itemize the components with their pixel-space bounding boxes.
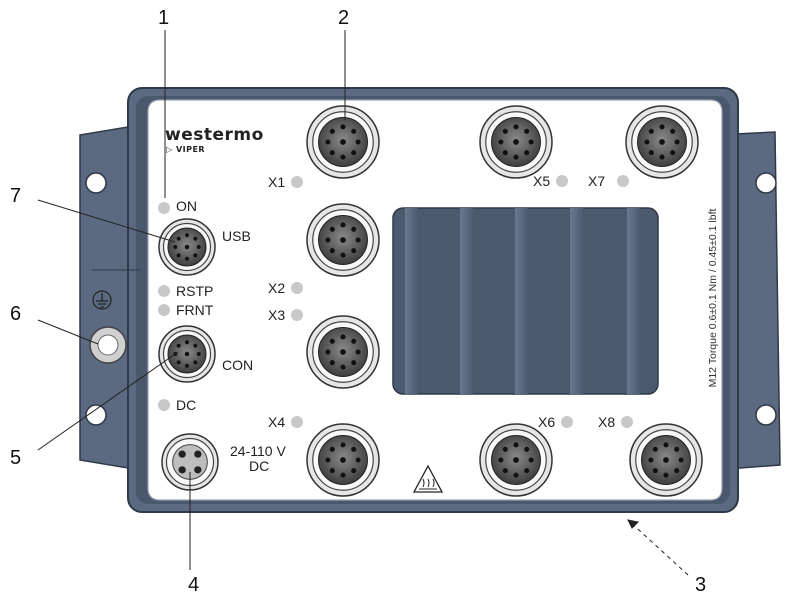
led-dc xyxy=(158,399,170,411)
port-label-con: CON xyxy=(222,357,254,373)
callout-6: 6 xyxy=(10,303,22,325)
led-label-on: ON xyxy=(176,198,197,214)
led-rstp xyxy=(158,285,170,297)
led-x3 xyxy=(291,309,303,321)
led-label-frnt: FRNT xyxy=(176,302,214,318)
callout-2: 2 xyxy=(338,7,350,29)
callout-5: 5 xyxy=(10,447,22,469)
heatsink xyxy=(392,207,659,395)
port-label-x3: X3 xyxy=(268,307,286,323)
torque-label: M12 Torque 0.6±0.1 Nm / 0.45±0.1 lbft xyxy=(707,208,719,388)
callout-7: 7 xyxy=(10,185,22,207)
ground-icon xyxy=(92,290,112,310)
connector-x3 xyxy=(306,315,380,389)
connector-con xyxy=(158,325,216,383)
connector-x2 xyxy=(306,203,380,277)
port-label-x5: X5 xyxy=(533,173,551,189)
power-label-voltage: 24-110 V xyxy=(230,443,286,459)
connector-x6 xyxy=(479,423,553,497)
connector-x1 xyxy=(306,105,380,179)
led-x5 xyxy=(556,175,568,187)
led-x8 xyxy=(621,416,633,428)
led-x1 xyxy=(291,176,303,188)
callout-3: 3 xyxy=(695,574,707,596)
callout-1: 1 xyxy=(158,7,170,29)
led-x6 xyxy=(561,416,573,428)
callout-lines xyxy=(37,30,689,576)
led-x4 xyxy=(291,416,303,428)
port-label-x7: X7 xyxy=(588,173,606,189)
led-x2 xyxy=(291,282,303,294)
port-label-usb: USB xyxy=(222,228,251,244)
ground-screw xyxy=(89,326,127,364)
port-label-x2: X2 xyxy=(268,280,286,296)
port-label-x1: X1 xyxy=(268,174,286,190)
port-label-x8: X8 xyxy=(598,414,616,430)
connector-x4 xyxy=(306,423,380,497)
port-label-x4: X4 xyxy=(268,414,286,430)
led-x7 xyxy=(617,175,629,187)
callout-4: 4 xyxy=(188,574,200,596)
led-frnt xyxy=(158,304,170,316)
led-label-rstp: RSTP xyxy=(176,283,214,299)
brand-logo: westermo xyxy=(165,125,264,145)
power-label-dc: DC xyxy=(249,458,270,474)
connector-usb xyxy=(158,218,216,276)
led-on xyxy=(158,202,170,214)
connector-x8 xyxy=(629,423,703,497)
hot-surface-warning-icon xyxy=(412,464,444,493)
status-leds xyxy=(158,175,633,428)
connector-x5 xyxy=(479,105,553,179)
model-label: ▷ VIPER xyxy=(166,145,206,154)
led-label-dc: DC xyxy=(176,397,197,413)
connector-x7 xyxy=(625,105,699,179)
port-label-x6: X6 xyxy=(538,414,556,430)
